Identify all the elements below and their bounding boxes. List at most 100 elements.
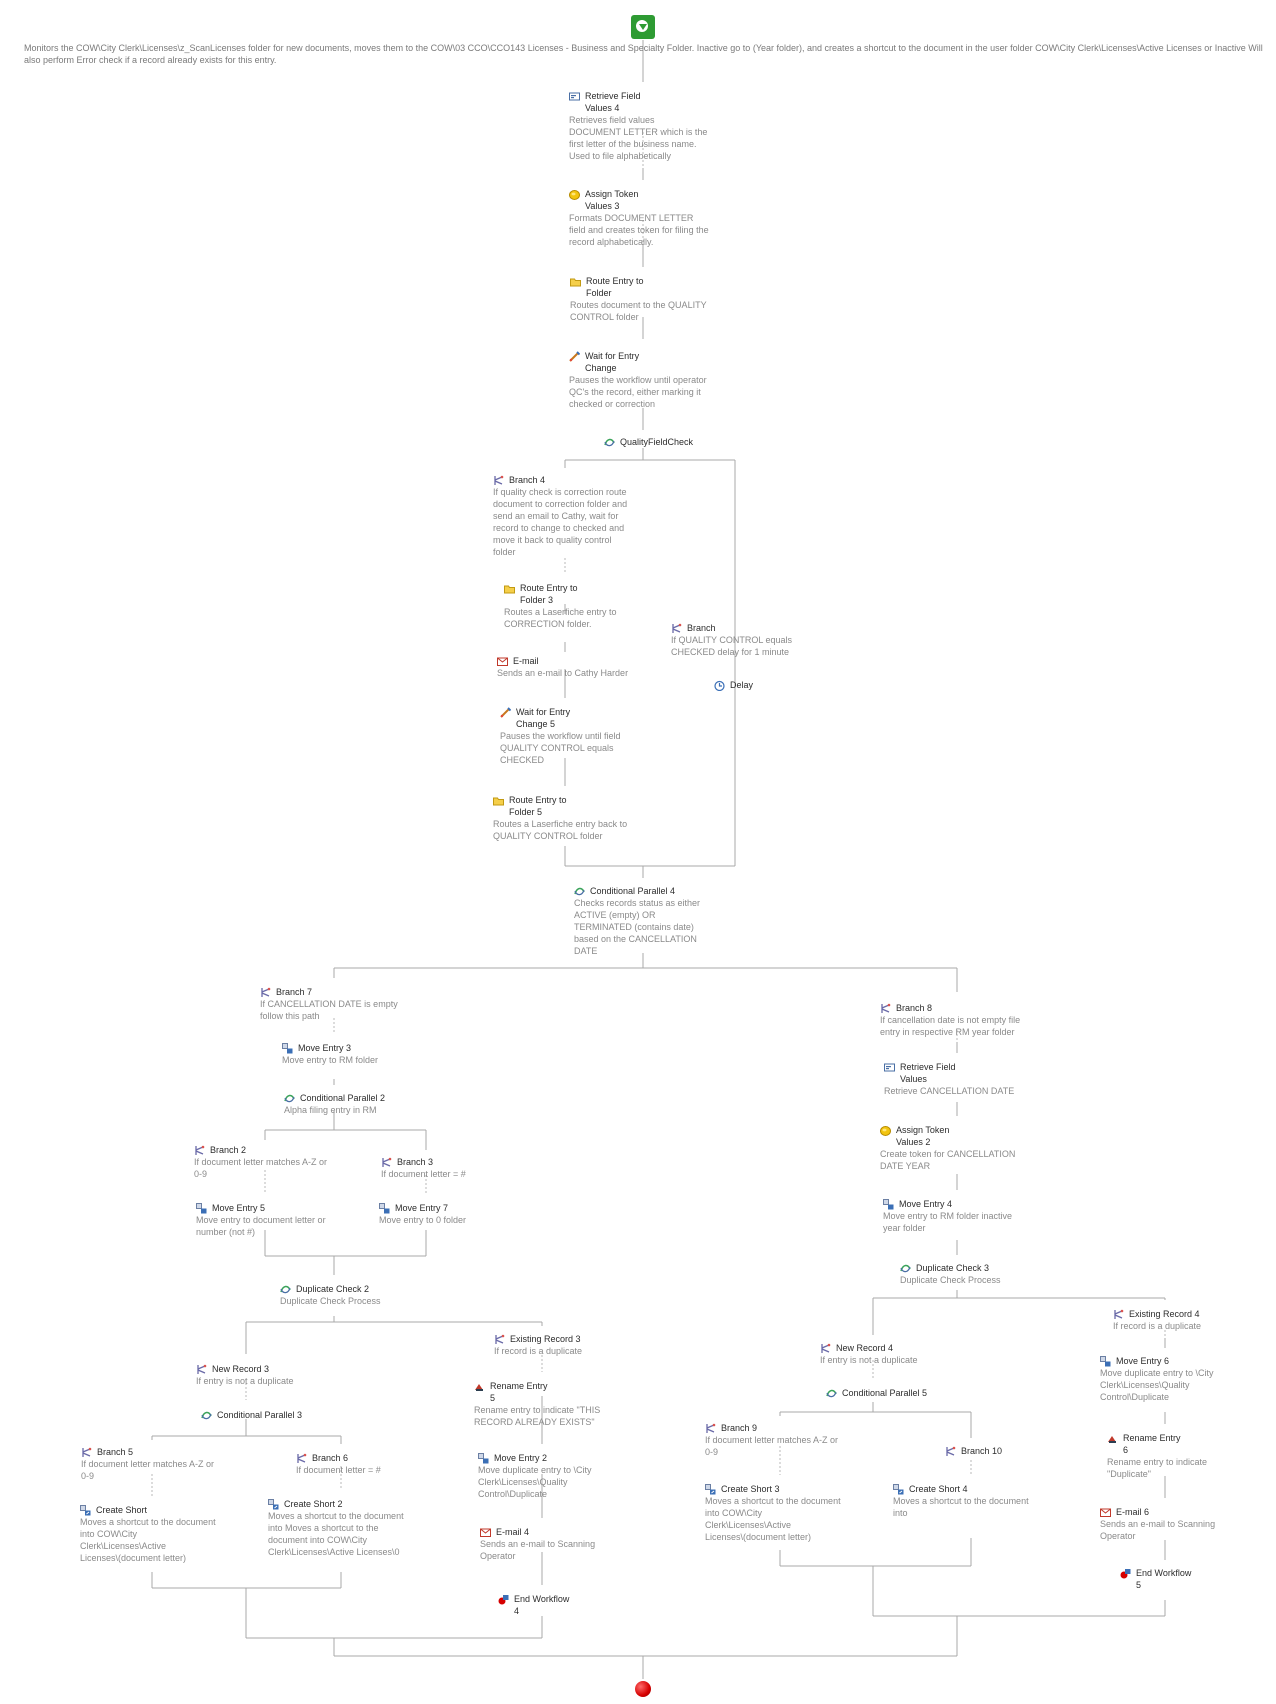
activity-branch-10[interactable]: Branch 10 bbox=[945, 1445, 1035, 1457]
activity-header[interactable]: Duplicate Check 2 bbox=[280, 1283, 420, 1295]
activity-delay[interactable]: Delay bbox=[714, 679, 774, 691]
activity-header[interactable]: New Record 4 bbox=[820, 1342, 960, 1354]
activity-description-line: Licenses\(document letter) bbox=[705, 1532, 812, 1542]
activity-header[interactable]: Create Short 2 bbox=[268, 1498, 428, 1510]
activity-header[interactable]: Branch 6 bbox=[296, 1452, 426, 1464]
activity-header[interactable]: Create Short bbox=[80, 1504, 240, 1516]
activity-header[interactable]: Create Short 3 bbox=[705, 1483, 865, 1495]
activity-header[interactable]: E-mail 4 bbox=[480, 1526, 620, 1538]
activity-conditional-parallel-5[interactable]: Conditional Parallel 5 bbox=[826, 1387, 956, 1399]
activity-header[interactable]: Branch 5 bbox=[81, 1446, 231, 1458]
activity-header[interactable]: Conditional Parallel 4 bbox=[574, 885, 724, 897]
activity-header[interactable]: Duplicate Check 3 bbox=[900, 1262, 1030, 1274]
activity-header[interactable]: Existing Record 4 bbox=[1113, 1308, 1253, 1320]
activity-header[interactable]: Delay bbox=[714, 679, 774, 691]
activity-header[interactable]: QualityFieldCheck bbox=[604, 436, 724, 448]
activity-header[interactable]: Branch 9 bbox=[705, 1422, 855, 1434]
end-icon[interactable] bbox=[635, 1681, 651, 1697]
activity-header[interactable]: Branch 2 bbox=[194, 1144, 344, 1156]
start-icon[interactable] bbox=[631, 15, 655, 39]
activity-conditional-parallel-3[interactable]: Conditional Parallel 3 bbox=[201, 1409, 331, 1421]
activity-header[interactable]: Move Entry 4 bbox=[883, 1198, 1033, 1210]
activity-header[interactable]: Branch 7 bbox=[260, 986, 420, 998]
activity-header[interactable]: Conditional Parallel 5 bbox=[826, 1387, 956, 1399]
activity-header[interactable]: Branch 3 bbox=[381, 1156, 501, 1168]
activity-header[interactable]: Create Short 4 bbox=[893, 1483, 1043, 1495]
activity-header[interactable]: Move Entry 5 bbox=[196, 1202, 346, 1214]
activity-header[interactable]: Branch 10 bbox=[945, 1445, 1035, 1457]
activity-header[interactable]: Conditional Parallel 3 bbox=[201, 1409, 331, 1421]
activity-description-line: Clerk\Licenses\Active bbox=[80, 1541, 167, 1551]
activity-header[interactable]: Existing Record 3 bbox=[494, 1333, 634, 1345]
activity-header[interactable]: Move Entry 2 bbox=[478, 1452, 628, 1464]
activity-header[interactable]: E-mail bbox=[497, 655, 647, 667]
activity-header[interactable]: Conditional Parallel 2 bbox=[284, 1092, 424, 1104]
activity-header[interactable]: E-mail 6 bbox=[1100, 1506, 1250, 1518]
activity-quality-field-check[interactable]: QualityFieldCheck bbox=[604, 436, 724, 448]
activity-header[interactable]: Branch bbox=[671, 622, 811, 634]
activity-header[interactable]: Move Entry 6 bbox=[1100, 1355, 1250, 1367]
activity-header[interactable]: New Record 3 bbox=[196, 1363, 336, 1375]
activity-header[interactable]: Branch 8 bbox=[880, 1002, 1040, 1014]
activity-header[interactable]: Branch 4 bbox=[493, 474, 643, 486]
activity-header[interactable]: Move Entry 7 bbox=[379, 1202, 499, 1214]
activity-header[interactable]: Move Entry 3 bbox=[282, 1042, 422, 1054]
